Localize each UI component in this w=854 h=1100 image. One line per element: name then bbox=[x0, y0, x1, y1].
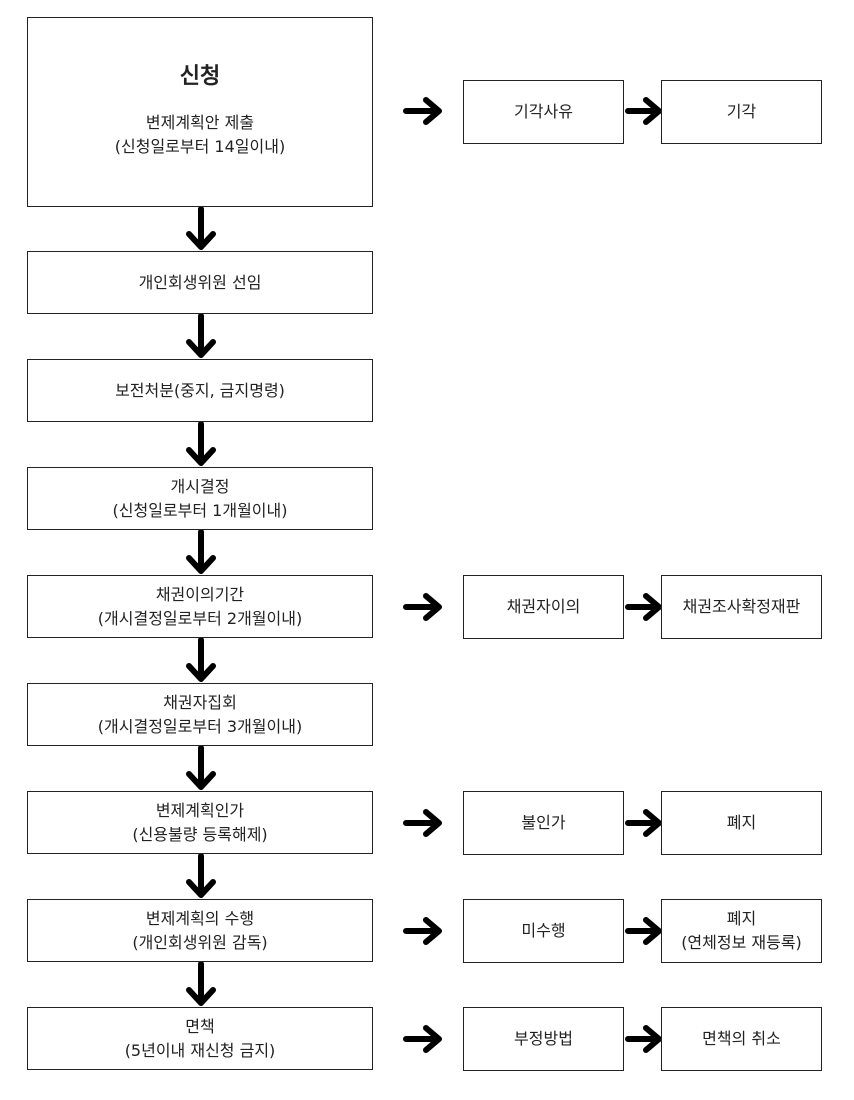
down-arrow-icon bbox=[186, 962, 216, 1006]
step-appoint-line1: 개인회생위원 선임 bbox=[138, 272, 262, 292]
branch-non-performance-box: 미수행 bbox=[463, 899, 624, 963]
step-objection-period-box: 채권이의기간 (개시결정일로부터 2개월이내) bbox=[27, 575, 373, 638]
branch-dismissal-reason-label: 기각사유 bbox=[514, 102, 573, 121]
step-approval-line2: (신용불량 등록해제) bbox=[132, 824, 268, 844]
branch-non-performance-label: 미수행 bbox=[521, 921, 566, 940]
branch-abolition-reregister-box: 폐지 (연체정보 재등록) bbox=[661, 899, 822, 963]
step-apply-title: 신청 bbox=[179, 64, 221, 89]
step-apply-box: 신청 변제계획안 제출 (신청일로부터 14일이내) bbox=[27, 17, 373, 207]
branch-disapproval-box: 불인가 bbox=[463, 791, 624, 855]
branch-disapproval-label: 불인가 bbox=[521, 813, 566, 832]
step-appoint-box: 개인회생위원 선임 bbox=[27, 251, 373, 314]
step-preservation-box: 보전처분(중지, 금지명령) bbox=[27, 359, 373, 422]
branch-claim-trial-box: 채권조사확정재판 bbox=[661, 575, 822, 639]
step-creditor-meeting-box: 채권자집회 (개시결정일로부터 3개월이내) bbox=[27, 683, 373, 746]
right-arrow-icon bbox=[403, 917, 442, 945]
right-arrow-icon bbox=[625, 809, 662, 837]
step-apply-line1: 변제계획안 제출 bbox=[145, 113, 255, 132]
step-performance-box: 변제계획의 수행 (개인회생위원 감독) bbox=[27, 899, 373, 962]
down-arrow-icon bbox=[186, 854, 216, 898]
branch-claim-trial-label: 채권조사확정재판 bbox=[682, 597, 801, 616]
step-commencement-box: 개시결정 (신청일로부터 1개월이내) bbox=[27, 467, 373, 530]
down-arrow-icon bbox=[186, 530, 216, 574]
step-creditor-meeting-line1: 채권자집회 bbox=[163, 692, 237, 712]
step-objection-period-line1: 채권이의기간 bbox=[155, 584, 245, 604]
branch-creditor-objection-box: 채권자이의 bbox=[463, 575, 624, 639]
down-arrow-icon bbox=[186, 207, 216, 250]
step-discharge-line2: (5년이내 재신청 금지) bbox=[124, 1040, 276, 1060]
branch-discharge-revocation-box: 면책의 취소 bbox=[661, 1007, 822, 1071]
branch-abolition-reregister-line2: (연체정보 재등록) bbox=[681, 933, 802, 952]
right-arrow-icon bbox=[625, 97, 662, 125]
down-arrow-icon bbox=[186, 638, 216, 682]
step-performance-line1: 변제계획의 수행 bbox=[145, 908, 255, 928]
branch-fraud-box: 부정방법 bbox=[463, 1007, 624, 1071]
step-apply-line2: (신청일로부터 14일이내) bbox=[114, 137, 286, 156]
branch-dismissal-label: 기각 bbox=[726, 102, 757, 121]
branch-fraud-label: 부정방법 bbox=[514, 1029, 573, 1048]
step-creditor-meeting-line2: (개시결정일로부터 3개월이내) bbox=[97, 716, 303, 736]
branch-discharge-revocation-label: 면책의 취소 bbox=[702, 1029, 781, 1048]
right-arrow-icon bbox=[625, 917, 662, 945]
branch-dismissal-reason-box: 기각사유 bbox=[463, 80, 624, 144]
down-arrow-icon bbox=[186, 314, 216, 358]
step-discharge-box: 면책 (5년이내 재신청 금지) bbox=[27, 1007, 373, 1070]
step-approval-box: 변제계획인가 (신용불량 등록해제) bbox=[27, 791, 373, 854]
step-performance-line2: (개인회생위원 감독) bbox=[132, 932, 268, 952]
step-objection-period-line2: (개시결정일로부터 2개월이내) bbox=[97, 608, 303, 628]
right-arrow-icon bbox=[625, 593, 662, 621]
right-arrow-icon bbox=[403, 809, 442, 837]
right-arrow-icon bbox=[625, 1025, 662, 1053]
branch-dismissal-box: 기각 bbox=[661, 80, 822, 144]
step-commencement-line2: (신청일로부터 1개월이내) bbox=[112, 500, 288, 520]
down-arrow-icon bbox=[186, 746, 216, 790]
branch-creditor-objection-label: 채권자이의 bbox=[506, 597, 581, 616]
step-commencement-line1: 개시결정 bbox=[170, 476, 230, 496]
step-discharge-line1: 면책 bbox=[185, 1016, 215, 1036]
down-arrow-icon bbox=[186, 422, 216, 466]
right-arrow-icon bbox=[403, 593, 442, 621]
right-arrow-icon bbox=[403, 97, 442, 125]
branch-abolition-label: 폐지 bbox=[726, 813, 757, 832]
step-preservation-line1: 보전처분(중지, 금지명령) bbox=[115, 380, 285, 400]
branch-abolition-box: 폐지 bbox=[661, 791, 822, 855]
right-arrow-icon bbox=[403, 1025, 442, 1053]
branch-abolition-reregister-line1: 폐지 bbox=[726, 909, 757, 928]
step-approval-line1: 변제계획인가 bbox=[155, 800, 245, 820]
